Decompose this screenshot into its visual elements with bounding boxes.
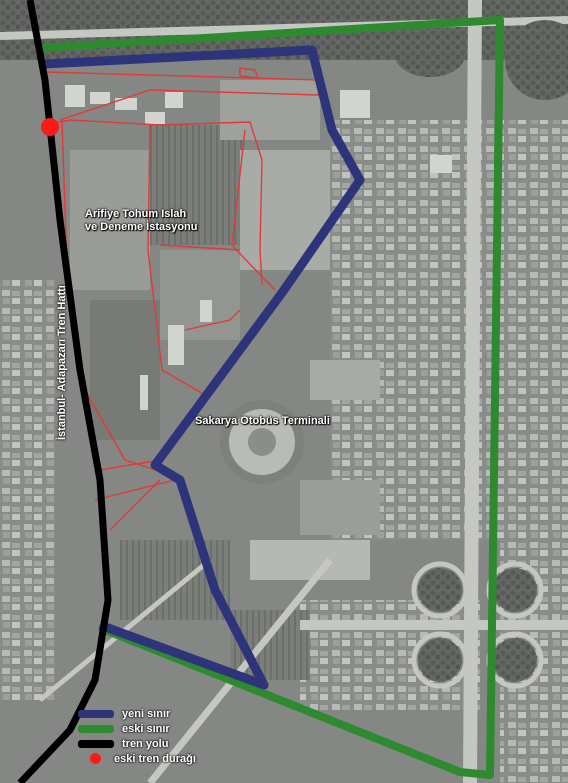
research-station-label-line2: ve Deneme İstasyonu [85,221,198,233]
legend-item-old-boundary: eski sınır [78,721,258,736]
legend-item-old-station: eski tren durağı [78,751,258,766]
research-field-6 [220,80,320,140]
station-buildings [65,85,452,410]
legend-item-railway: tren yolu [78,736,258,751]
research-field-1 [150,125,245,245]
legend-label-old-boundary: eski sınır [122,722,170,735]
research-field-3 [240,150,330,270]
urban-blocks-east [330,120,568,540]
legend-swatch-new-boundary [78,709,114,718]
legend-label-railway: tren yolu [122,737,169,750]
bus-terminal-area [220,360,380,580]
bus-terminal-label: Sakarya Otobüs Terminali [195,415,330,427]
legend-label-new-boundary: yeni sınır [122,707,171,720]
railway-label: İstanbul- Adapazarı Tren Hattı [56,285,68,440]
research-field-2 [70,150,150,290]
legend-swatch-old-boundary [78,724,114,733]
legend-label-old-station: eski tren durağı [114,752,196,765]
urban-blocks-west [0,280,55,700]
research-station-label-line1: Arifiye Tohum Islah [85,208,187,220]
old-train-station-marker [41,118,59,136]
old-boundary-line [39,16,504,779]
map-legend: yeni sınır eski sınır tren yolu eski tre… [78,706,258,766]
research-field-5 [90,300,160,440]
legend-swatch-railway [78,739,114,748]
new-boundary-line [43,45,365,690]
research-station-label: Arifiye Tohum Islah ve Deneme İstasyonu [85,208,198,234]
legend-item-new-boundary: yeni sınır [78,706,258,721]
legend-swatch-old-station [90,753,101,764]
cloverleaf-greens [395,20,568,682]
